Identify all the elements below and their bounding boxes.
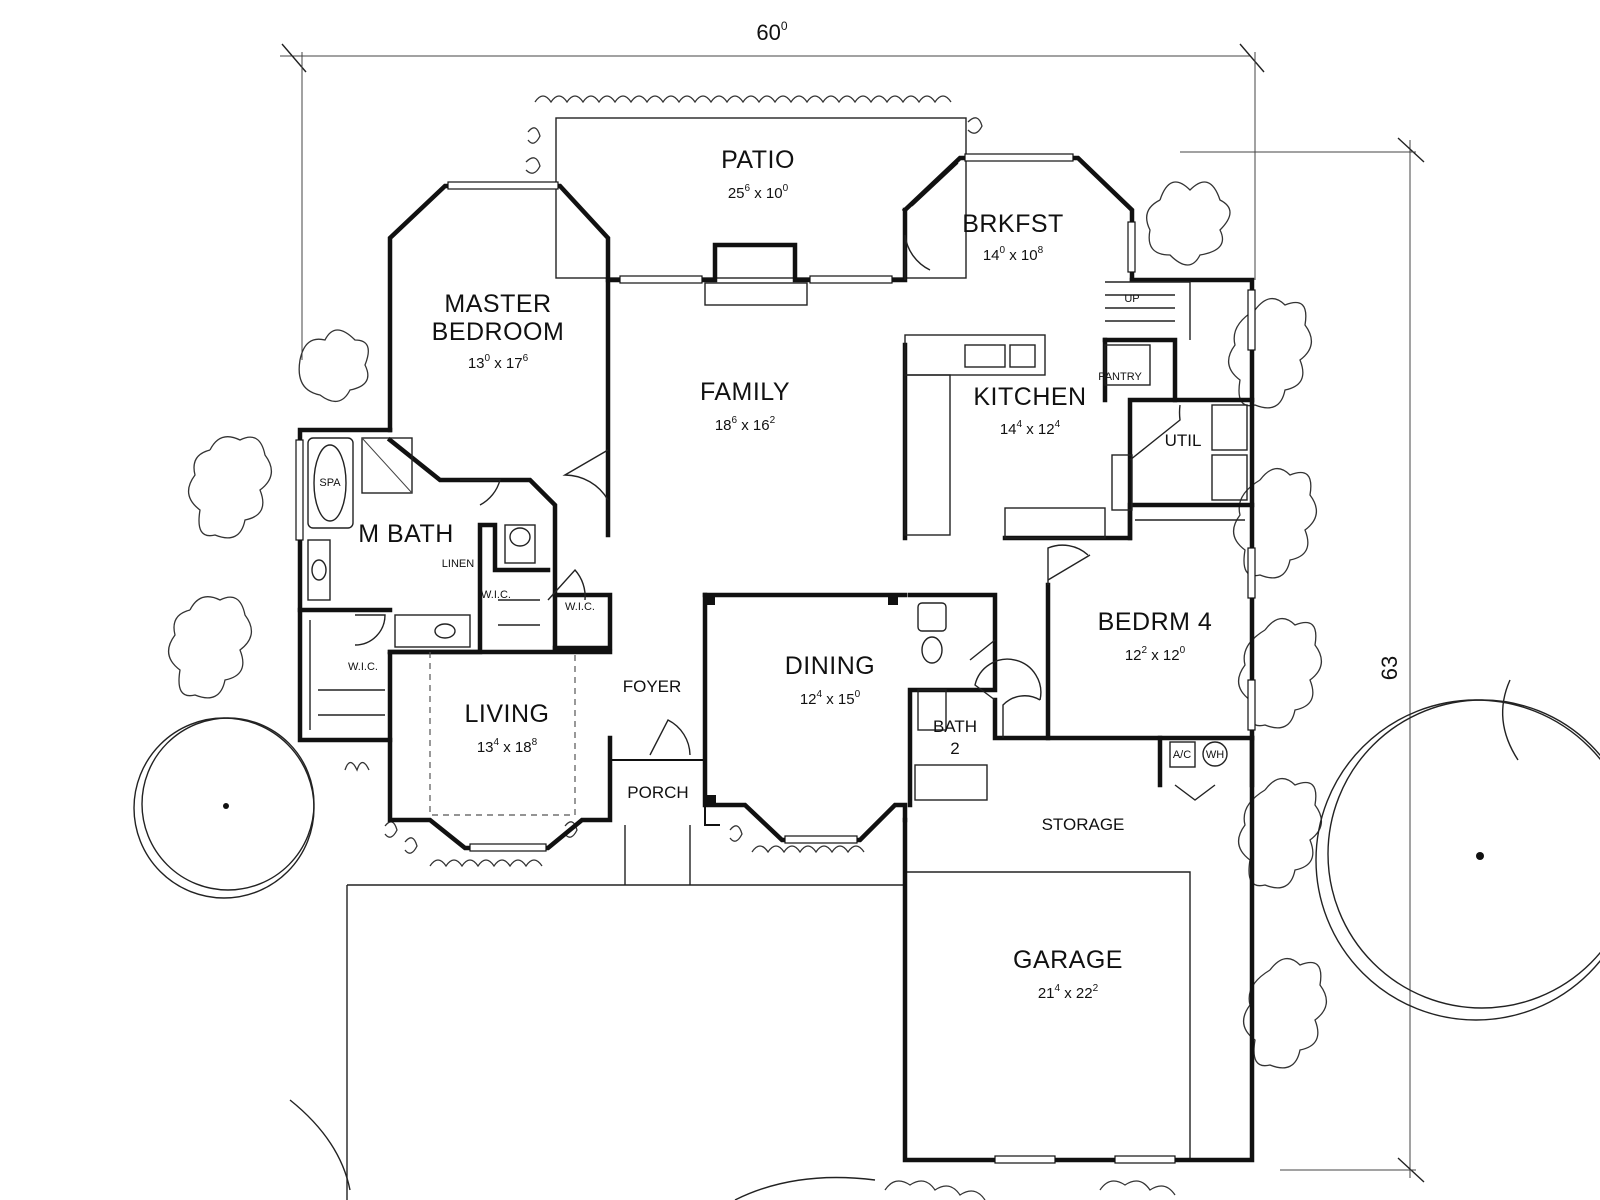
brkfst-label: BRKFST: [962, 210, 1064, 238]
fireplace-hearth: [704, 282, 808, 306]
garage-label: GARAGE: [1013, 946, 1123, 974]
patio-slab: [555, 117, 967, 279]
linen-label: LINEN: [442, 558, 474, 570]
interior-walls: [297, 337, 1255, 808]
room-labels: PATIO 256 x 100 BRKFST 140 x 108 MASTER …: [319, 146, 1224, 1002]
living-label: LIVING: [465, 700, 550, 728]
landscape-shrubs: [168, 95, 1327, 1200]
master-label-1: MASTER: [444, 290, 551, 318]
wh-label: WH: [1206, 749, 1224, 761]
bath2-label-1: BATH: [933, 717, 977, 736]
fixtures: [307, 281, 1248, 816]
master-label-2: BEDROOM: [432, 318, 565, 346]
wic-label-1: W.I.C.: [348, 661, 378, 673]
patio-dims: 256 x 100: [728, 183, 789, 202]
driveway: [346, 825, 1191, 1200]
spa-label: SPA: [319, 477, 341, 489]
bedrm4-label: BEDRM 4: [1098, 608, 1213, 636]
windows: [295, 153, 1256, 1164]
bath2-label-2: 2: [950, 739, 959, 758]
family-label: FAMILY: [700, 378, 790, 406]
porch-label: PORCH: [627, 783, 688, 802]
patio-label: PATIO: [721, 146, 795, 174]
storage-label: STORAGE: [1042, 815, 1125, 834]
wic-label-3: W.I.C.: [565, 601, 595, 613]
dining-dims: 124 x 150: [800, 689, 861, 708]
overall-depth-label: 63: [1377, 656, 1402, 680]
mbath-label: M BATH: [358, 520, 454, 548]
family-dims: 186 x 162: [715, 415, 776, 434]
bedrm4-dims: 122 x 120: [1125, 645, 1186, 664]
landscape-trees: [133, 679, 1600, 1200]
dining-label: DINING: [785, 652, 876, 680]
brkfst-dims: 140 x 108: [983, 245, 1044, 264]
kitchen-dims: 144 x 124: [1000, 419, 1061, 438]
doors: [354, 234, 1216, 801]
wic-label-2: W.I.C.: [481, 589, 511, 601]
kitchen-label: KITCHEN: [973, 383, 1086, 411]
pantry-label: PANTRY: [1098, 371, 1142, 383]
foyer-label: FOYER: [623, 677, 682, 696]
stairs-up-label: UP: [1124, 293, 1139, 305]
master-dims: 130 x 176: [468, 353, 529, 372]
living-dims: 134 x 188: [477, 737, 538, 756]
ac-label: A/C: [1173, 749, 1191, 761]
util-label: UTIL: [1165, 431, 1202, 450]
garage-dims: 214 x 222: [1038, 983, 1099, 1002]
overall-width-label: 600: [756, 19, 787, 45]
